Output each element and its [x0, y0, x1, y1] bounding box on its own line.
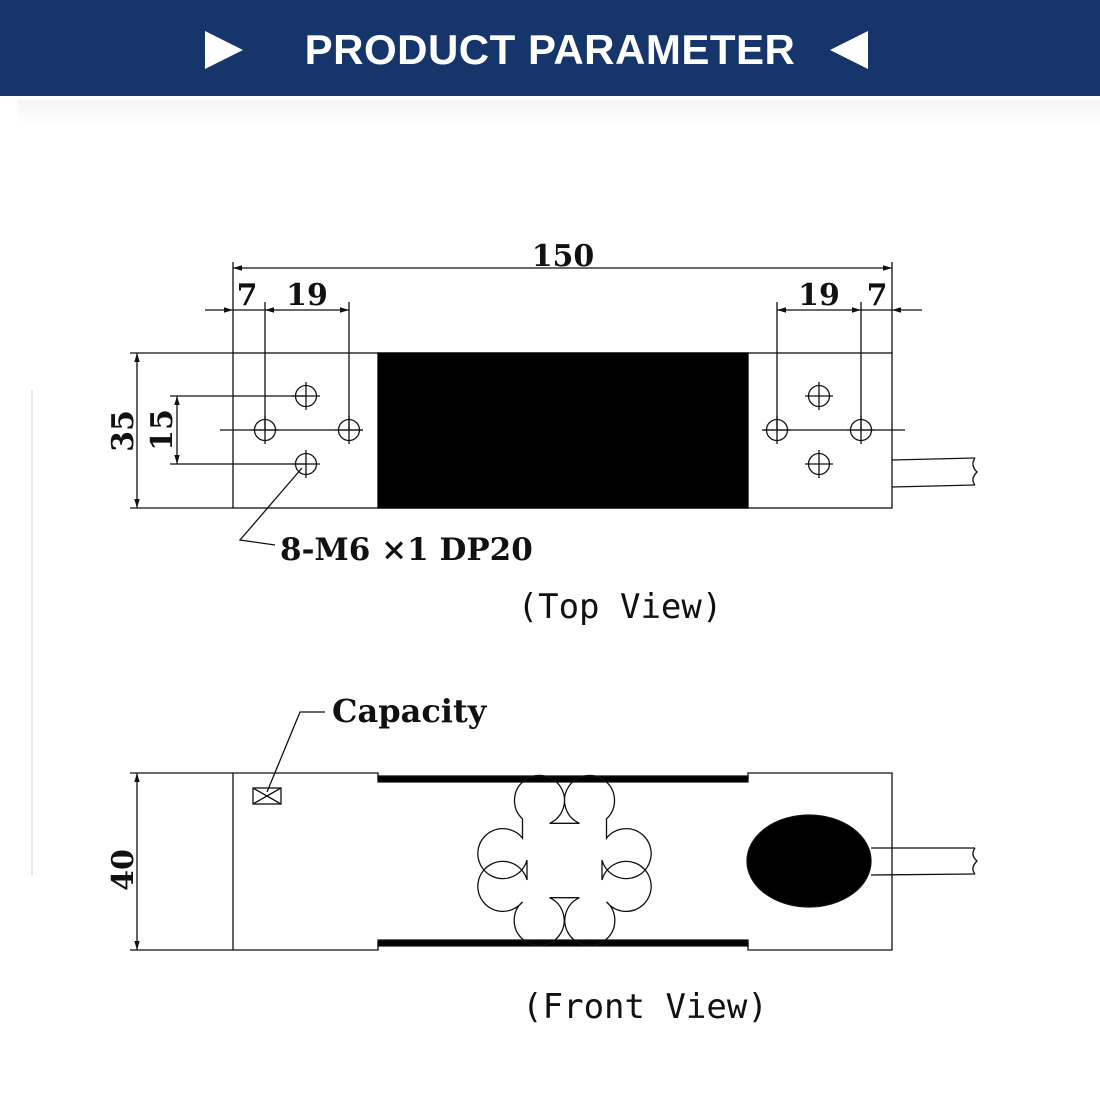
- thread-callout: 8-M6 ×1 DP20: [280, 532, 533, 568]
- dim-left-19: 19: [286, 278, 328, 313]
- thread-leader: [238, 467, 303, 546]
- front-view-cable: [870, 847, 978, 876]
- dim-150: 150: [532, 239, 595, 274]
- divider-band: [18, 100, 1100, 128]
- top-gauge-strip: [377, 775, 749, 783]
- right-thread-holes: [763, 382, 875, 478]
- cable-gland: [746, 814, 872, 908]
- bottom-gauge-strip: [377, 939, 749, 947]
- triangle-left-icon: [830, 31, 868, 69]
- dim-right-19: 19: [798, 278, 840, 313]
- top-view: [130, 262, 978, 546]
- dim-40: 40: [106, 849, 141, 891]
- dim-left-7: 7: [237, 278, 258, 313]
- top-view-cable: [891, 457, 978, 488]
- front-view: [130, 711, 978, 951]
- page-title: PRODUCT PARAMETER: [304, 26, 796, 73]
- dim-15: 15: [145, 409, 180, 451]
- capacity-plate: [252, 787, 282, 805]
- front-view-caption: (Front View): [522, 987, 768, 1027]
- capacity-leader: [266, 711, 325, 793]
- triangle-right-icon: [205, 31, 243, 69]
- top-view-caption: (Top View): [518, 587, 723, 627]
- top-view-cover: [377, 352, 749, 509]
- left-thread-holes: [251, 382, 363, 478]
- header-banner: [0, 0, 1100, 96]
- binocular-cutout: [477, 774, 652, 947]
- dim-35: 35: [106, 410, 141, 452]
- capacity-label: Capacity: [332, 692, 488, 730]
- dim-right-7: 7: [867, 278, 888, 313]
